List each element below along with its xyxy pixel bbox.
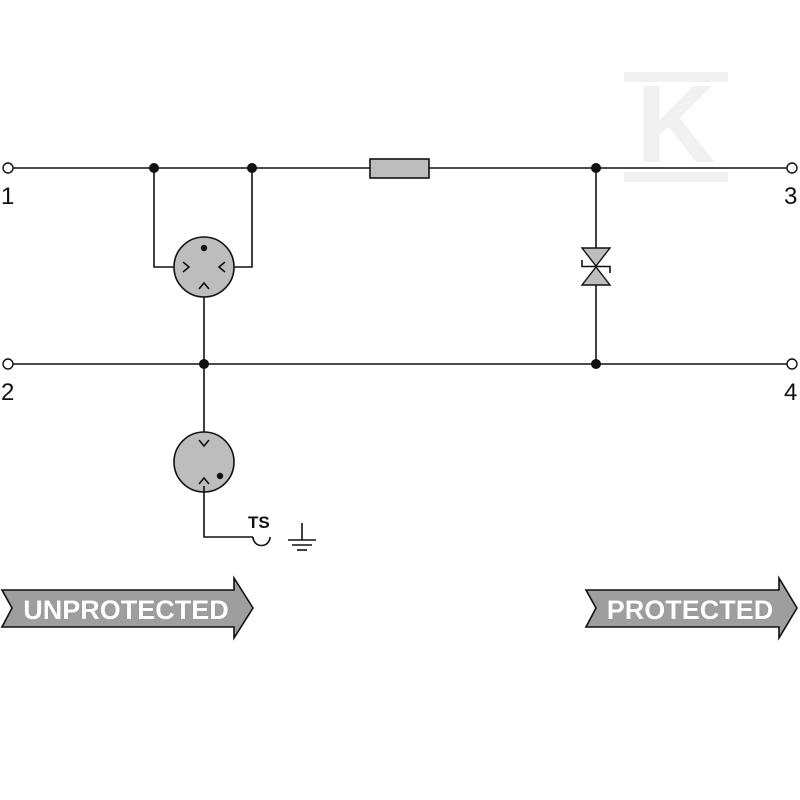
ts-contact <box>252 536 271 547</box>
terminal-2 <box>2 358 14 370</box>
terminal-label-2: 2 <box>1 379 14 406</box>
junction-dot <box>199 359 209 369</box>
tvs-diode-icon <box>580 247 612 286</box>
earth-ground-icon <box>288 523 316 551</box>
watermark-letter: K <box>636 63 715 186</box>
junction-dot <box>591 163 601 173</box>
terminal-label-1: 1 <box>1 183 14 210</box>
ts-lead <box>203 486 253 538</box>
resistor <box>369 158 430 179</box>
unprotected-banner: UNPROTECTED <box>0 575 254 641</box>
junction-dot <box>247 163 257 173</box>
unprotected-label: UNPROTECTED <box>23 595 229 625</box>
gas-discharge-tube-lower <box>173 431 235 493</box>
protected-banner: PROTECTED <box>584 575 798 641</box>
terminal-label-3: 3 <box>784 183 797 210</box>
terminal-label-4: 4 <box>784 379 797 406</box>
junction-dot <box>149 163 159 173</box>
terminal-4 <box>786 358 798 370</box>
ts-label: TS <box>248 513 270 532</box>
gas-discharge-tube-upper <box>173 236 235 298</box>
terminal-3 <box>786 162 798 174</box>
junction-dot <box>591 359 601 369</box>
terminal-1 <box>2 162 14 174</box>
watermark-logo: K <box>624 63 728 186</box>
protected-label: PROTECTED <box>607 595 774 625</box>
